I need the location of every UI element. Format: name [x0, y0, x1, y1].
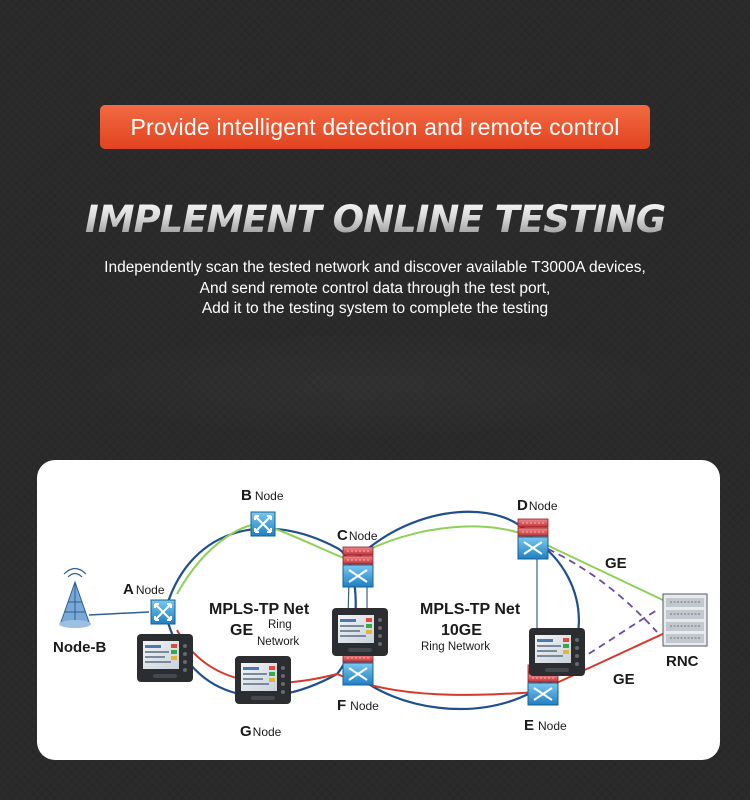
node-f-word: Node	[350, 699, 379, 713]
ring1-subtitle-line2: Network	[257, 636, 299, 648]
ring1-title: MPLS-TP Net	[209, 601, 310, 618]
link-upper-label: GE	[605, 555, 627, 572]
feature-pill-text: Provide intelligent detection and remote…	[130, 114, 620, 140]
node-c-label: CNode	[337, 527, 378, 544]
tester-device-center	[332, 608, 388, 656]
tester-device-right	[529, 628, 585, 676]
node-f-letter: F	[337, 697, 346, 714]
node-g-label: GNode	[240, 723, 282, 740]
upper-link	[176, 522, 668, 603]
dashed-link-upper	[536, 543, 658, 633]
node-a-word: Node	[136, 583, 165, 597]
node-c-letter: C	[337, 527, 348, 544]
ring-link-right	[354, 510, 580, 711]
description: Independently scan the tested network an…	[0, 258, 750, 320]
node-d-letter: D	[517, 497, 528, 514]
node-g-word: Node	[253, 725, 282, 739]
node-d-word: Node	[529, 499, 558, 513]
background-glow	[60, 330, 690, 440]
node-b-label: Node-B	[53, 639, 106, 656]
node-g-letter: G	[240, 723, 252, 740]
node-e-letter: E	[524, 717, 534, 734]
node-e-label: E Node	[524, 717, 567, 734]
tester-device-a	[137, 634, 193, 682]
lower-link	[176, 629, 668, 696]
rnc-label: RNC	[666, 653, 699, 670]
node-b-word: Node	[255, 489, 284, 503]
node-d-label: DNode	[517, 497, 558, 514]
link-lower-label: GE	[613, 671, 635, 688]
node-a-switch-icon	[150, 599, 176, 625]
description-line-2: And send remote control data through the…	[199, 279, 551, 297]
ring1-speed: GE	[230, 622, 253, 639]
node-a-letter: A	[123, 581, 134, 598]
description-line-1: Independently scan the tested network an…	[104, 259, 646, 276]
node-c-word: Node	[349, 529, 378, 543]
headline: IMPLEMENT ONLINE TESTING	[0, 198, 750, 241]
feature-pill: Provide intelligent detection and remote…	[100, 105, 650, 149]
node-d-router-icon	[517, 518, 549, 560]
ring2-title: MPLS-TP Net	[420, 601, 521, 618]
ring2-speed: 10GE	[441, 622, 482, 639]
node-b-letter: B	[241, 487, 252, 504]
node-e-word: Node	[538, 719, 567, 733]
ring1-subtitle-line1: Ring	[268, 619, 292, 631]
node-f-label: F Node	[337, 697, 379, 714]
tester-device-g	[235, 656, 291, 704]
node-c-router-icon	[342, 546, 374, 588]
rnc-cabinet-icon	[662, 593, 708, 647]
description-line-3: Add it to the testing system to complete…	[201, 300, 549, 317]
ring2-subtitle: Ring Network	[421, 641, 490, 653]
node-b-antenna-icon	[59, 567, 91, 628]
node-b-switch-icon	[250, 511, 276, 537]
